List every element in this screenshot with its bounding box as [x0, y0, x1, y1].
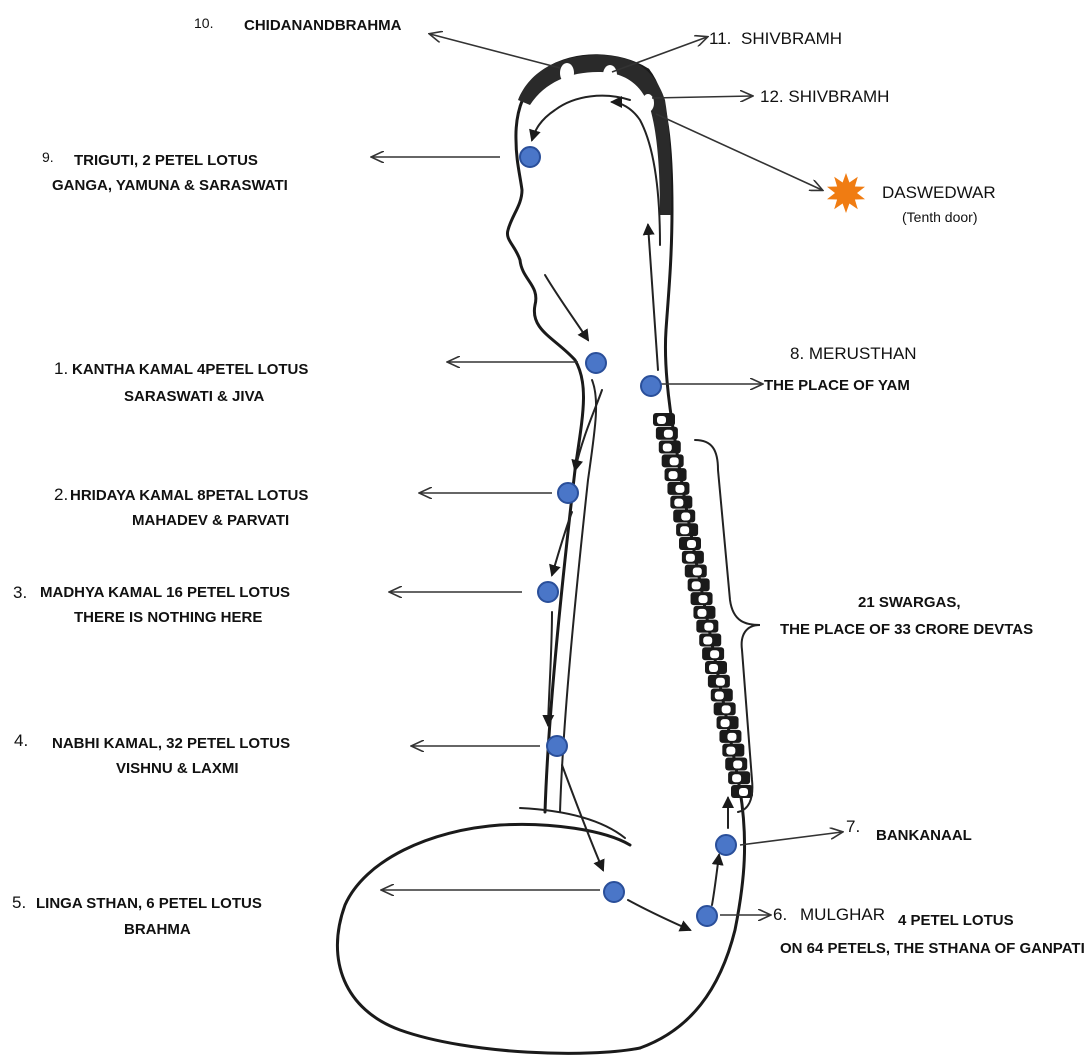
label-11: SHIVBRAMH — [741, 29, 842, 48]
vertebra-gap — [733, 760, 742, 768]
vertebra-gap — [657, 416, 666, 424]
node-mulghar — [697, 906, 717, 926]
vertebra-gap — [715, 692, 724, 700]
vertebra-gap — [674, 499, 683, 507]
vertebra-gap — [692, 581, 701, 589]
vertebra-gap — [726, 747, 735, 755]
vertebra-gap — [669, 471, 678, 479]
vertebra-gap — [722, 705, 731, 713]
pointer-arrows — [372, 34, 842, 915]
spine — [653, 413, 753, 798]
label-5-line2: BRAHMA — [124, 921, 191, 938]
vertebra-gap — [710, 650, 719, 658]
label-4-num: 4. — [14, 731, 28, 750]
label-3-line1: MADHYA KAMAL 16 PETEL LOTUS — [40, 584, 290, 601]
flow-arrows — [532, 96, 728, 930]
node-kantha — [586, 353, 606, 373]
label-7: BANKANAAL — [876, 827, 972, 844]
label-1-num: 1. — [54, 359, 68, 378]
label-7-num: 7. — [846, 817, 860, 836]
label-3-line2: THERE IS NOTHING HERE — [74, 609, 262, 626]
label-3-num: 3. — [13, 583, 27, 602]
label-11-num: 11. — [709, 29, 731, 48]
vertebra-gap — [687, 540, 696, 548]
labels: 10. CHIDANANDBRAHMA 11. SHIVBRAMH 12. SH… — [12, 15, 1084, 957]
vertebra-gap — [721, 719, 730, 727]
node-hridaya — [558, 483, 578, 503]
label-2-line1: HRIDAYA KAMAL 8PETAL LOTUS — [70, 487, 308, 504]
label-6-line1: MULGHAR — [800, 905, 885, 924]
vertebra-gap — [739, 788, 748, 796]
label-6-num: 6. — [773, 905, 787, 924]
label-8-line2: THE PLACE OF YAM — [764, 377, 910, 394]
label-5-line1: LINGA STHAN, 6 PETEL LOTUS — [36, 895, 262, 912]
vertebra-gap — [680, 526, 689, 534]
chakra-nodes — [520, 147, 736, 926]
label-9-num: 9. — [42, 149, 54, 165]
label-5-num: 5. — [12, 893, 26, 912]
vertebra-gap — [716, 678, 725, 686]
label-12: 12. SHIVBRAMH — [760, 87, 889, 106]
label-2-num: 2. — [54, 485, 68, 504]
vertebra-gap — [709, 664, 718, 672]
node-linga — [604, 882, 624, 902]
vertebra-gap — [675, 485, 684, 493]
label-9-line2: GANGA, YAMUNA & SARASWATI — [52, 177, 288, 194]
label-swargas-line1: 21 SWARGAS, — [858, 594, 961, 611]
label-10-num: 10. — [194, 15, 213, 31]
node-bankanaal — [716, 835, 736, 855]
label-4-line2: VISHNU & LAXMI — [116, 760, 239, 777]
label-4-line1: NABHI KAMAL, 32 PETEL LOTUS — [52, 735, 290, 752]
label-10: CHIDANANDBRAHMA — [244, 17, 402, 34]
vertebra-gap — [663, 444, 672, 452]
vertebra-gap — [697, 609, 706, 617]
label-swargas-line2: THE PLACE OF 33 CRORE DEVTAS — [780, 621, 1033, 638]
vertebra-gap — [703, 636, 712, 644]
vertebra-gap — [686, 554, 695, 562]
label-9-line1: TRIGUTI, 2 PETEL LOTUS — [74, 152, 258, 169]
vertebra-gap — [727, 733, 736, 741]
vertebra-gap — [681, 512, 690, 520]
node-merusthan — [641, 376, 661, 396]
vertebra-gap — [699, 595, 708, 603]
node-madhya — [538, 582, 558, 602]
label-1-line1: KANTHA KAMAL 4PETEL LOTUS — [72, 361, 308, 378]
vertebra-gap — [670, 457, 679, 465]
label-6-line2: ON 64 PETELS, THE STHANA OF GANPATI — [780, 940, 1084, 957]
label-1-line2: SARASWATI & JIVA — [124, 388, 264, 405]
node-triguti — [520, 147, 540, 167]
vertebra-gap — [732, 774, 741, 782]
star-icon — [827, 173, 865, 213]
node-nabhi — [547, 736, 567, 756]
label-8-line1: 8. MERUSTHAN — [790, 344, 917, 363]
label-daswedwar: DASWEDWAR — [882, 183, 996, 202]
label-daswedwar-sub: (Tenth door) — [902, 209, 977, 225]
vertebra-gap — [664, 430, 673, 438]
label-2-line2: MAHADEV & PARVATI — [132, 512, 289, 529]
label-6-line1b: 4 PETEL LOTUS — [898, 912, 1014, 929]
vertebra-gap — [693, 568, 702, 576]
vertebra-gap — [704, 623, 713, 631]
